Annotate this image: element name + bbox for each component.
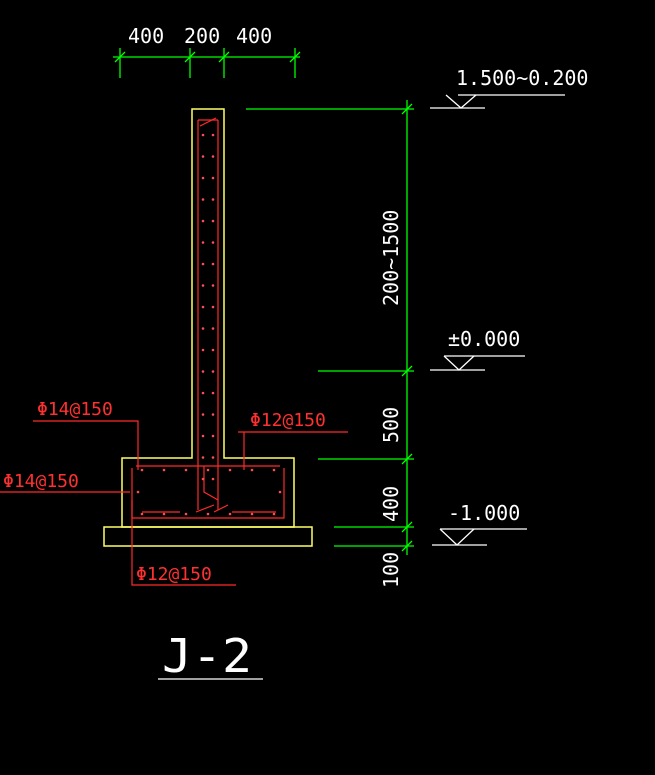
rebar-dot [201, 370, 205, 373]
rebar-dot [201, 176, 205, 180]
rebar-dot [206, 512, 210, 516]
concrete-outline [121, 108, 295, 528]
rebar-dot [201, 155, 205, 158]
rebar-dot [211, 305, 215, 309]
rebar-dot [201, 327, 205, 330]
level-ground: ±0.000 [448, 327, 520, 351]
rebar-dot [206, 468, 210, 472]
rebar-dot [201, 262, 205, 266]
rebar-dot [211, 327, 215, 330]
rebar-label-footing-side: Φ14@150 [3, 471, 79, 492]
rebar-label-wall-horizontal: Φ12@150 [250, 410, 326, 431]
rebar-dot [211, 284, 215, 287]
top-dimension [113, 48, 301, 78]
rebar-dot [140, 512, 144, 516]
dim-stem: 500 [379, 407, 403, 443]
rebar-dot [136, 490, 140, 494]
rebar-dot [211, 176, 215, 180]
rebar-label-footing-bottom: Φ12@150 [136, 564, 212, 585]
rebar-cage [131, 117, 285, 519]
dim-cushion: 100 [379, 552, 403, 588]
rebar-dot [201, 241, 205, 244]
rebar-leaders [0, 420, 348, 586]
rebar-dot [278, 490, 282, 494]
level-marks [430, 94, 565, 546]
rebar-label-wall-vertical: Φ14@150 [37, 399, 113, 420]
rebar-dots [136, 133, 282, 516]
rebar-dot [211, 155, 215, 158]
rebar-dot [211, 434, 215, 438]
rebar-dot [162, 512, 166, 516]
dim-footing: 400 [379, 486, 403, 522]
concrete-cushion [103, 526, 313, 547]
rebar-dot [211, 413, 215, 416]
rebar-dot [211, 241, 215, 244]
rebar-dot [201, 219, 205, 223]
rebar-dot [201, 198, 205, 201]
rebar-dot [201, 434, 205, 438]
rebar-dot [201, 348, 205, 352]
level-base: -1.000 [448, 501, 520, 525]
rebar-dot [201, 391, 205, 395]
rebar-dot [211, 456, 215, 459]
dim-top-right: 400 [236, 24, 272, 48]
level-top: 1.500~0.200 [456, 66, 588, 90]
rebar-dot [201, 456, 205, 459]
rebar-dot [184, 468, 188, 472]
rebar-dot [211, 348, 215, 352]
rebar-dot [140, 468, 144, 472]
section-title: J-2 [162, 629, 252, 683]
rebar-dot [162, 468, 166, 472]
rebar-dot [211, 391, 215, 395]
rebar-dot [184, 512, 188, 516]
rebar-dot [250, 512, 254, 516]
rebar-dot [211, 219, 215, 223]
right-dimension [246, 100, 414, 555]
rebar-dot [201, 305, 205, 309]
rebar-dot [211, 370, 215, 373]
rebar-dot [201, 413, 205, 416]
dim-top-middle: 200 [184, 24, 220, 48]
rebar-dot [201, 133, 205, 137]
rebar-dot [211, 262, 215, 266]
rebar-dot [228, 512, 232, 516]
rebar-dot [201, 284, 205, 287]
rebar-dot [211, 133, 215, 137]
dim-wall-height: 200~1500 [379, 210, 403, 306]
rebar-dot [211, 477, 215, 481]
rebar-dot [228, 468, 232, 472]
rebar-dot [250, 468, 254, 472]
rebar-dot [272, 512, 276, 516]
rebar-dot [211, 198, 215, 201]
dim-top-left: 400 [128, 24, 164, 48]
rebar-dot [272, 468, 276, 472]
rebar-dot [201, 477, 205, 481]
